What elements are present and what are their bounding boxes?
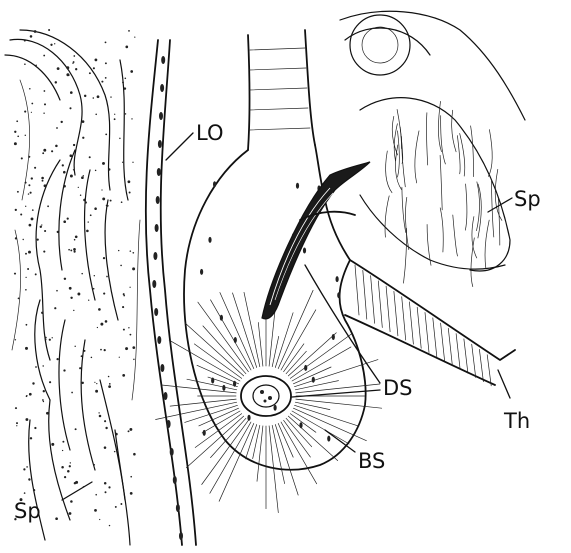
th-leader — [498, 370, 510, 398]
label-sp-left: Sp — [14, 499, 41, 523]
central-organ — [156, 30, 382, 513]
lo-structure — [146, 40, 196, 545]
label-ds: DS — [383, 376, 413, 400]
ds-leader — [305, 265, 380, 383]
label-bs: BS — [358, 449, 385, 473]
central-nucleus — [241, 376, 291, 416]
th-structure — [345, 260, 515, 386]
label-th: Th — [503, 409, 530, 433]
left-spermatogenic-tissue — [5, 29, 140, 545]
right-spermatogenic-tissue — [340, 11, 525, 286]
lo-leader — [166, 133, 193, 160]
label-sp-right: Sp — [514, 187, 541, 211]
label-lo: LO — [196, 121, 223, 145]
ds-structure — [262, 162, 370, 319]
sp-left-leader — [62, 482, 92, 500]
